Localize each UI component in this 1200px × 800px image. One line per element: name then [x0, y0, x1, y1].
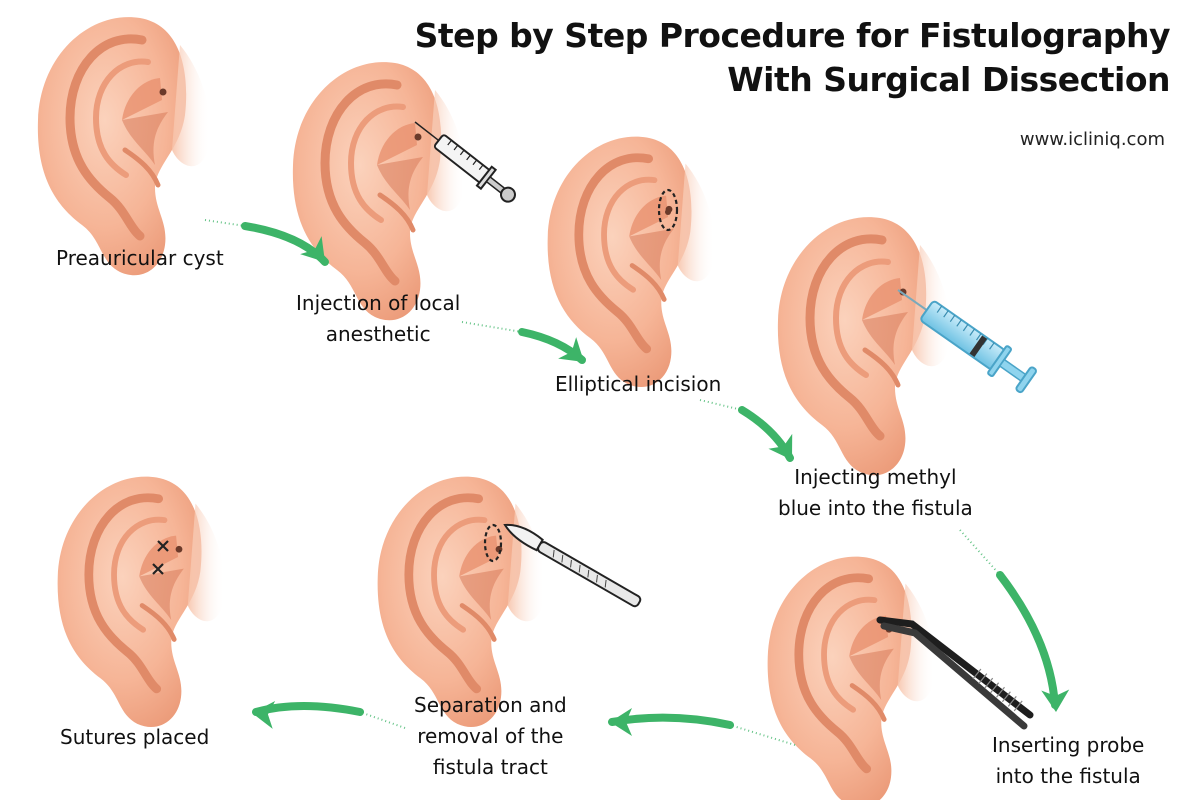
- step-arrow-6: [250, 699, 406, 729]
- step-2-line-1: Injection of local: [296, 291, 461, 315]
- blue-syringe-icon: [897, 289, 1037, 394]
- cyst-opening-icon: [665, 209, 671, 215]
- suture-cross-icon: [152, 563, 164, 575]
- step-5-line-2: into the fistula: [995, 764, 1141, 788]
- suture-cross-icon: [157, 540, 169, 552]
- ear-illustration-2: [293, 62, 465, 320]
- step-arrow-1: [204, 219, 336, 271]
- step-label-6: Separation and removal of the fistula tr…: [414, 690, 567, 783]
- step-6-line-1: Separation and: [414, 693, 567, 717]
- incision-outline-icon: [657, 188, 679, 232]
- step-2-line-2: anesthetic: [325, 322, 431, 346]
- ear-illustration-7: [768, 557, 935, 800]
- step-4-line-1: Injecting methyl: [794, 465, 957, 489]
- title-line-1: Step by Step Procedure for Fistulography: [414, 16, 1171, 55]
- step-6-line-2: removal of the: [417, 724, 564, 748]
- step-3-line-1: Elliptical incision: [555, 372, 722, 396]
- step-label-1: Preauricular cyst: [56, 243, 224, 274]
- website-link[interactable]: www.icliniq.com: [1019, 129, 1165, 150]
- step-label-2: Injection of local anesthetic: [296, 288, 460, 350]
- ear-illustration-4: [778, 217, 950, 475]
- step-label-7: Sutures placed: [60, 722, 209, 753]
- syringe-icon: [414, 121, 516, 203]
- ear-illustrations: [38, 17, 950, 800]
- ear-illustration-5: [58, 477, 225, 727]
- step-7-line-1: Sutures placed: [60, 725, 210, 749]
- step-label-4: Injecting methyl blue into the fistula: [778, 462, 973, 524]
- step-4-line-2: blue into the fistula: [778, 496, 973, 520]
- page-title: Step by Step Procedure for Fistulography…: [410, 14, 1171, 102]
- ear-illustration-1: [38, 17, 210, 275]
- step-arrows: [204, 219, 1070, 746]
- forceps-icon: [876, 616, 1034, 730]
- step-5-line-1: Inserting probe: [992, 733, 1145, 757]
- step-label-3: Elliptical incision: [555, 369, 721, 400]
- step-arrow-4: [959, 529, 1070, 713]
- step-arrow-5: [608, 708, 796, 746]
- step-arrow-2: [461, 321, 593, 373]
- step-arrow-3: [699, 399, 804, 468]
- title-line-2: With Surgical Dissection: [727, 60, 1170, 99]
- step-1-line-1: Preauricular cyst: [56, 246, 224, 270]
- step-label-5: Inserting probe into the fistula: [992, 730, 1144, 792]
- instrument-illustrations: [152, 121, 1037, 730]
- step-6-line-3: fistula tract: [432, 755, 548, 779]
- dissection-outline-icon: [483, 523, 503, 563]
- scalpel-icon: [503, 523, 642, 608]
